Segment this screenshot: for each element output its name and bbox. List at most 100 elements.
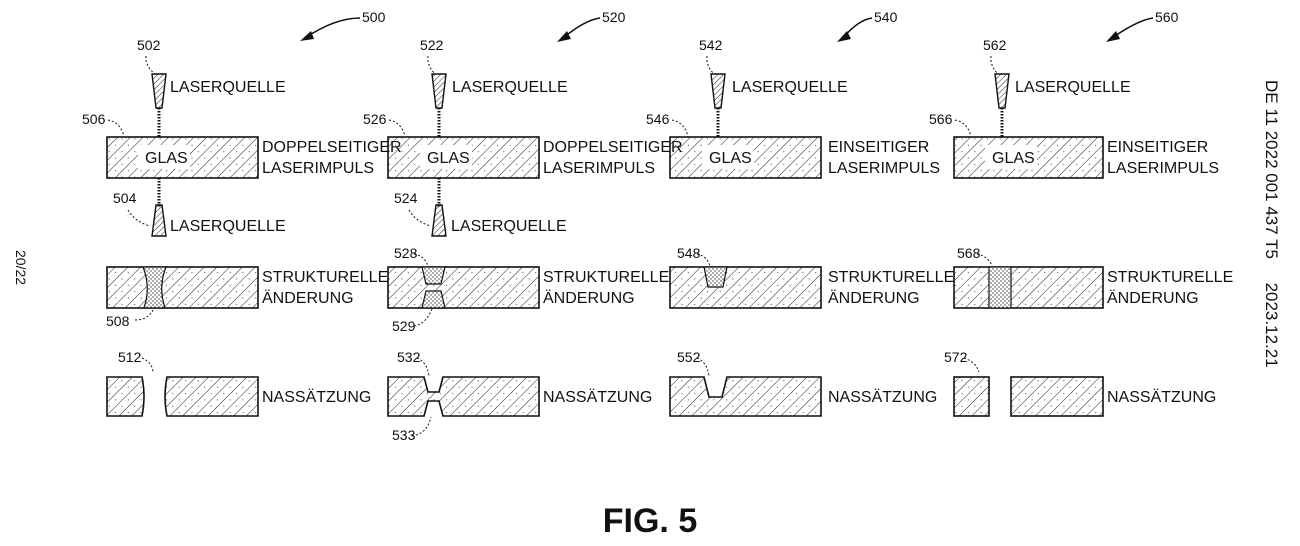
change-label-line2: ÄNDERUNG xyxy=(828,289,920,307)
column-520-arrowhead xyxy=(557,31,571,42)
bottom-laser-label: LASERQUELLE xyxy=(451,218,567,235)
glass-label-bg xyxy=(420,145,472,169)
leader-line xyxy=(141,357,154,373)
figure-label: FIG. 5 xyxy=(603,502,697,540)
column-560-arrowhead xyxy=(1106,31,1120,42)
leader-line xyxy=(671,119,689,137)
pulse-label-line2: LASERIMPULS xyxy=(1107,160,1219,177)
etch-label: NASSÄTZUNG xyxy=(1107,388,1216,406)
column-520: 520 522 LASERQUELLE 526 GLAS DOPPELSEITI… xyxy=(363,9,683,443)
upper-structural-change-zone xyxy=(421,266,446,285)
etch-label: NASSÄTZUNG xyxy=(543,388,652,406)
bottom-laser-label: LASERQUELLE xyxy=(170,218,286,235)
glass-substrate-modified xyxy=(953,266,1104,309)
leader-line xyxy=(696,253,711,267)
bottom-laser-ref: 524 xyxy=(394,190,418,206)
mod-ref: 548 xyxy=(677,245,701,261)
leader-line xyxy=(411,416,432,437)
etched-glass-right-part xyxy=(164,376,259,417)
bottom-laser-ref: 504 xyxy=(113,190,137,206)
bottom-laser-source-icon xyxy=(431,204,447,237)
column-500-arrowhead xyxy=(300,31,314,41)
structural-change-zone xyxy=(703,266,728,288)
bottom-laser-source-icon xyxy=(151,204,167,237)
glass-label: GLAS xyxy=(145,150,188,167)
structural-change-zone xyxy=(988,266,1012,309)
glass-label-bg xyxy=(138,145,190,169)
column-540: 540 542 LASERQUELLE 546 GLAS EINSEITIGER… xyxy=(646,9,954,417)
pulse-label-line1: EINSEITIGER xyxy=(1107,139,1208,156)
etch-label: NASSÄTZUNG xyxy=(828,388,937,406)
etched-glass-left-part xyxy=(953,376,990,417)
change-label-line1: STRUKTURELLE xyxy=(828,269,954,286)
glass-ref: 566 xyxy=(929,111,953,127)
pulse-label-line2: LASERIMPULS xyxy=(828,160,940,177)
change-label-line1: STRUKTURELLE xyxy=(543,269,669,286)
leader-line xyxy=(127,209,151,227)
column-560-pointer-arrow xyxy=(1111,17,1154,39)
top-laser-ref: 542 xyxy=(699,37,723,53)
column-520-ref: 520 xyxy=(602,9,626,25)
glass-substrate-modified xyxy=(106,266,259,309)
top-laser-ref: 562 xyxy=(983,37,1007,53)
glass-ref: 506 xyxy=(82,111,106,127)
upper-etch-ref: 532 xyxy=(397,349,421,365)
top-laser-label: LASERQUELLE xyxy=(170,79,286,96)
etch-ref: 512 xyxy=(118,349,142,365)
column-540-arrowhead xyxy=(837,31,851,42)
structural-change-zone xyxy=(142,266,167,309)
column-500: 500 502 LASERQUELLE 506 GLAS DOPPELSEITI… xyxy=(82,9,402,417)
top-laser-source-icon xyxy=(431,73,447,109)
pulse-label-line1: EINSEITIGER xyxy=(828,139,929,156)
top-laser-source-icon xyxy=(710,73,726,109)
lower-mod-ref: 529 xyxy=(392,318,416,334)
leader-line xyxy=(145,55,156,75)
leader-line xyxy=(963,357,980,373)
mod-ref: 568 xyxy=(957,245,981,261)
leader-line xyxy=(427,55,436,75)
leader-line xyxy=(408,209,432,227)
change-label-line1: STRUKTURELLE xyxy=(262,269,388,286)
etch-ref: 572 xyxy=(944,349,968,365)
leader-line xyxy=(388,119,406,137)
leader-line xyxy=(976,253,993,267)
etched-glass-through-hole xyxy=(387,376,540,417)
change-label-line2: ÄNDERUNG xyxy=(543,289,635,307)
leader-line xyxy=(107,119,125,137)
glass-ref: 546 xyxy=(646,111,670,127)
leader-line xyxy=(413,253,429,267)
glass-label: GLAS xyxy=(992,150,1035,167)
top-laser-source-icon xyxy=(994,73,1010,109)
column-540-ref: 540 xyxy=(874,9,898,25)
top-laser-label: LASERQUELLE xyxy=(732,79,848,96)
glass-substrate-modified xyxy=(669,266,822,309)
etched-glass-right-part xyxy=(1010,376,1104,417)
mod-ref: 508 xyxy=(106,313,130,329)
lower-structural-change-zone xyxy=(421,290,446,309)
leader-line xyxy=(416,357,430,377)
leader-line xyxy=(706,55,715,75)
change-label-line1: STRUKTURELLE xyxy=(1107,269,1233,286)
etch-ref: 552 xyxy=(677,349,701,365)
top-laser-ref: 502 xyxy=(137,37,161,53)
pulse-label-line1: DOPPELSEITIGER xyxy=(543,139,683,156)
column-500-ref: 500 xyxy=(362,9,386,25)
column-560-ref: 560 xyxy=(1155,9,1179,25)
etch-label: NASSÄTZUNG xyxy=(262,388,371,406)
pulse-label-line2: LASERIMPULS xyxy=(543,160,655,177)
top-laser-ref: 522 xyxy=(420,37,444,53)
leader-line xyxy=(413,308,433,327)
lower-etch-ref: 533 xyxy=(392,427,416,443)
glass-ref: 526 xyxy=(363,111,387,127)
glass-label-bg xyxy=(985,145,1037,169)
publication-number: DE 11 2022 001 437 T5 2023.12.21 xyxy=(1262,80,1281,368)
top-laser-source-icon xyxy=(151,73,167,109)
column-500-pointer-arrow xyxy=(304,17,361,39)
column-560: 560 562 LASERQUELLE 566 GLAS EINSEITIGER… xyxy=(929,9,1233,417)
leader-line xyxy=(696,357,710,377)
leader-line xyxy=(954,119,972,137)
leader-line xyxy=(134,309,154,321)
glass-label: GLAS xyxy=(427,150,470,167)
